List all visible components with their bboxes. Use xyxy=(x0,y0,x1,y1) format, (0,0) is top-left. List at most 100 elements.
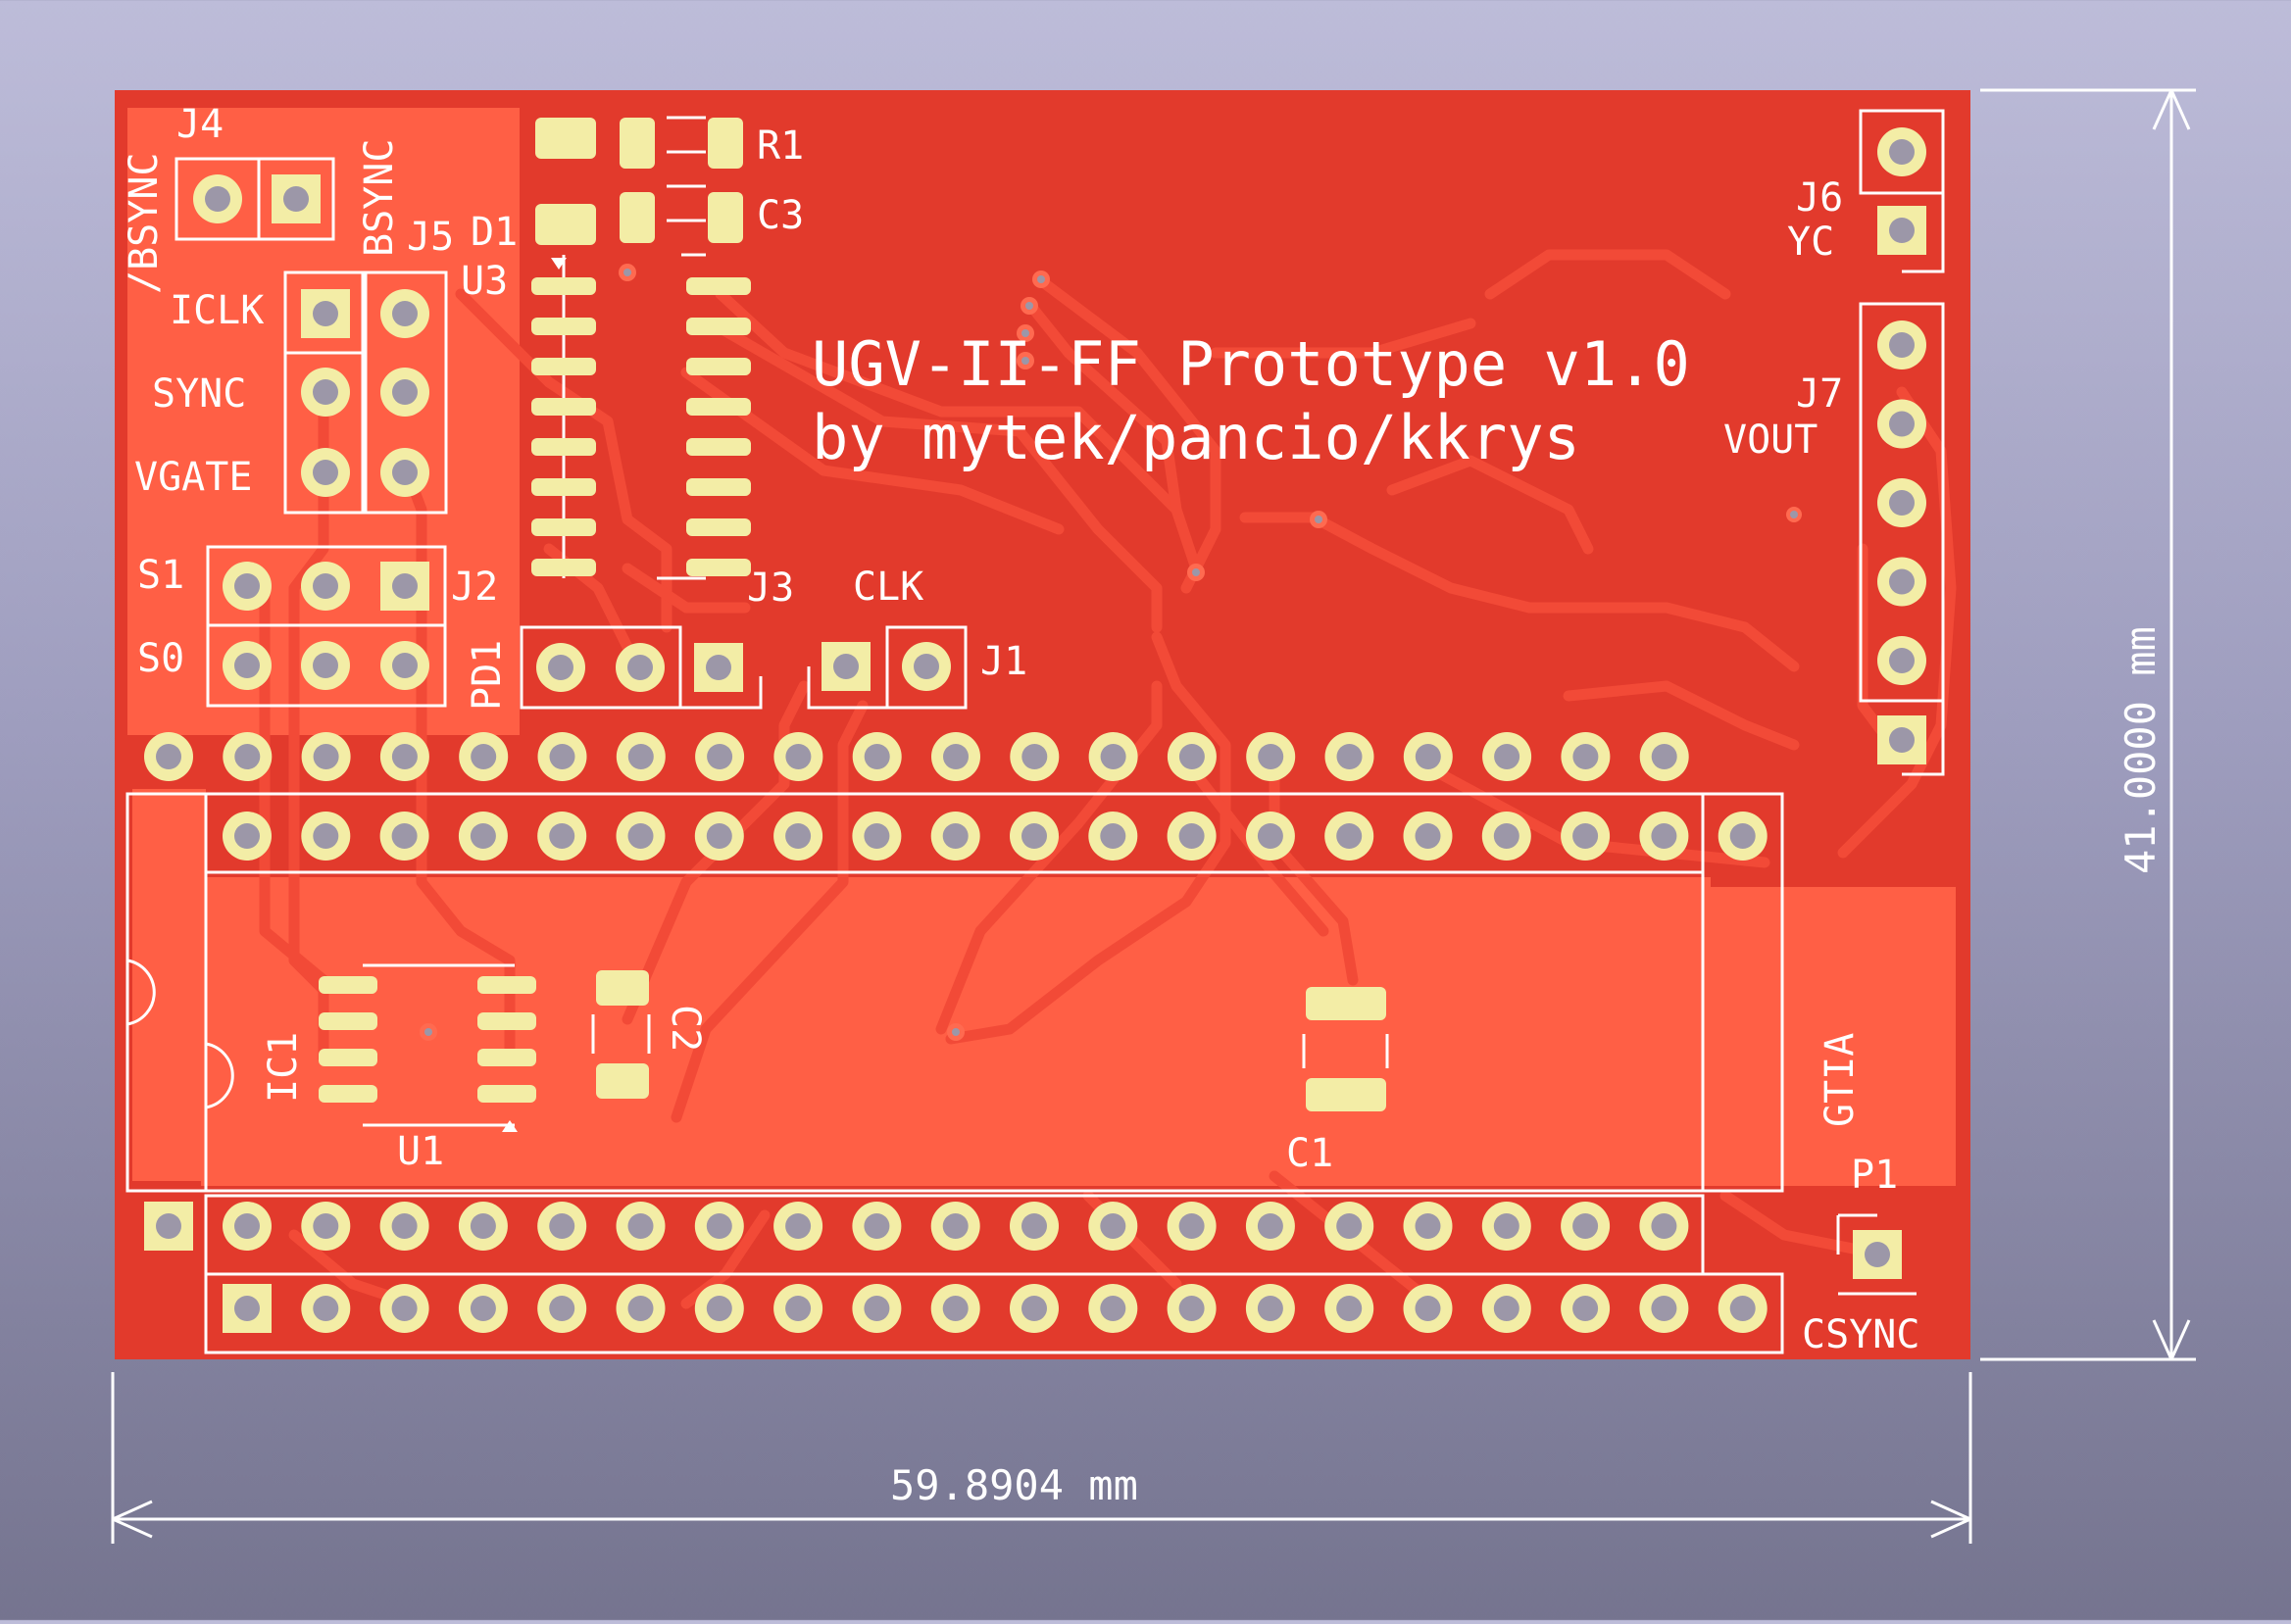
gtia-row-bottom-pad xyxy=(1481,1202,1531,1251)
dimension-width-label: 59.8904 mm xyxy=(890,1461,1138,1509)
gtia-row-top-pad xyxy=(694,812,744,861)
dimension-width xyxy=(111,1372,1972,1544)
header-top-pad xyxy=(144,732,193,781)
header-bottom-pad xyxy=(223,1284,272,1333)
label-p1: P1 xyxy=(1851,1153,1898,1198)
pd1-pad xyxy=(616,643,665,692)
u1-pad xyxy=(477,1012,536,1030)
gtia-row-top-pad xyxy=(223,812,272,861)
header-top-pad xyxy=(1088,732,1138,781)
label-pd1: PD1 xyxy=(465,640,510,711)
silkscreen-outlines xyxy=(125,109,1945,1354)
header-bottom-pad xyxy=(1561,1284,1611,1333)
gtia-row-top-pad xyxy=(301,812,351,861)
j5-pad xyxy=(380,368,429,417)
header-bottom-pad xyxy=(1245,1284,1295,1333)
header-top-pad xyxy=(1246,732,1296,781)
gtia-row-top-pad xyxy=(379,812,429,861)
j5-pad xyxy=(380,448,429,497)
gtia-row-top-pad xyxy=(1481,812,1531,861)
gtia-row-bottom-pad xyxy=(379,1202,429,1251)
vias xyxy=(420,264,1802,1041)
u3-pad xyxy=(531,478,596,496)
j4-pad xyxy=(272,174,321,223)
gtia-row-top-pad xyxy=(1167,812,1217,861)
header-bottom-pad xyxy=(852,1284,902,1333)
label-j4: J4 xyxy=(176,102,224,147)
header-bottom-pad xyxy=(1010,1284,1059,1333)
u3-pad xyxy=(686,559,751,576)
label-r1: R1 xyxy=(757,123,804,169)
c2-pad xyxy=(596,970,649,1006)
gtia-row-top-pad xyxy=(1324,812,1374,861)
gtia-row-bottom-pad xyxy=(852,1202,902,1251)
header-bottom-pad xyxy=(1324,1284,1374,1333)
label-j2: J2 xyxy=(451,565,498,610)
gtia-row-top-pad xyxy=(458,812,508,861)
u3-pad xyxy=(686,318,751,335)
label-u1: U1 xyxy=(397,1129,444,1174)
u1-pad xyxy=(477,1085,536,1103)
header-bottom-pad xyxy=(930,1284,980,1333)
header-top-pad xyxy=(695,732,745,781)
u3-pad xyxy=(531,438,596,456)
u3-pad xyxy=(531,518,596,536)
header-top-pad xyxy=(301,732,351,781)
u1-pad xyxy=(477,1049,536,1066)
header-top-pad xyxy=(223,732,273,781)
gtia-row-top-pad xyxy=(930,812,980,861)
u3-pad xyxy=(531,318,596,335)
j7-pad xyxy=(1877,636,1926,685)
header-top-pad xyxy=(1482,732,1532,781)
u1-pad xyxy=(319,976,377,994)
gtia-row-bottom-pad xyxy=(616,1202,666,1251)
d1-pad xyxy=(535,118,596,159)
label-u3: U3 xyxy=(461,259,508,304)
label-j7: J7 xyxy=(1796,371,1843,417)
j2-pad xyxy=(380,562,429,611)
header-bottom-pad xyxy=(1481,1284,1531,1333)
dimension-height xyxy=(1980,88,2196,1361)
header-top-pad xyxy=(1167,732,1217,781)
gtia-row-bottom-pad xyxy=(301,1202,351,1251)
gtia-row-top-pad xyxy=(852,812,902,861)
label-c1: C1 xyxy=(1286,1131,1333,1176)
header-top-pad xyxy=(459,732,509,781)
u3-pad xyxy=(531,358,596,375)
j2-pad xyxy=(380,641,429,690)
pin-one-markers xyxy=(502,258,567,1132)
label-j3: J3 xyxy=(747,566,794,611)
j2-pad xyxy=(301,562,350,611)
header-bottom-pad xyxy=(616,1284,666,1333)
gtia-row-bottom-pad xyxy=(1324,1202,1374,1251)
j5-pad xyxy=(301,289,350,338)
header-bottom-pad xyxy=(1167,1284,1217,1333)
label-c2: C2 xyxy=(663,1005,708,1052)
j6-pad xyxy=(1877,127,1926,176)
gtia-row-bottom-pad xyxy=(1245,1202,1295,1251)
gtia-row-bottom-pad xyxy=(694,1202,744,1251)
header-top-pad xyxy=(1403,732,1453,781)
gtia-row-top-pad xyxy=(1010,812,1059,861)
j7-pad xyxy=(1877,557,1926,607)
gtia-row-bottom-pad xyxy=(223,1202,272,1251)
header-bottom-pad xyxy=(144,1202,193,1251)
label-j5: J5 xyxy=(407,215,454,260)
u3-pad xyxy=(686,277,751,295)
header-top-pad xyxy=(537,732,587,781)
gtia-row-bottom-pad xyxy=(1010,1202,1059,1251)
pd1-pad xyxy=(536,643,585,692)
gtia-row-top-pad xyxy=(616,812,666,861)
label-c3: C3 xyxy=(757,193,804,238)
gtia-row-bottom-pad xyxy=(930,1202,980,1251)
title-line1: UGV-II-FF Prototype v1.0 xyxy=(812,328,1690,400)
label-bsync-n: /BSYNC xyxy=(122,153,167,295)
j2-pad xyxy=(223,562,272,611)
u1-pad xyxy=(319,1012,377,1030)
label-vout: VOUT xyxy=(1723,418,1818,463)
header-bottom-pad xyxy=(1718,1284,1768,1333)
gtia-row-bottom-pad xyxy=(773,1202,823,1251)
c3-pad xyxy=(620,192,655,243)
u3-pad xyxy=(686,438,751,456)
j1-pad xyxy=(902,642,951,691)
